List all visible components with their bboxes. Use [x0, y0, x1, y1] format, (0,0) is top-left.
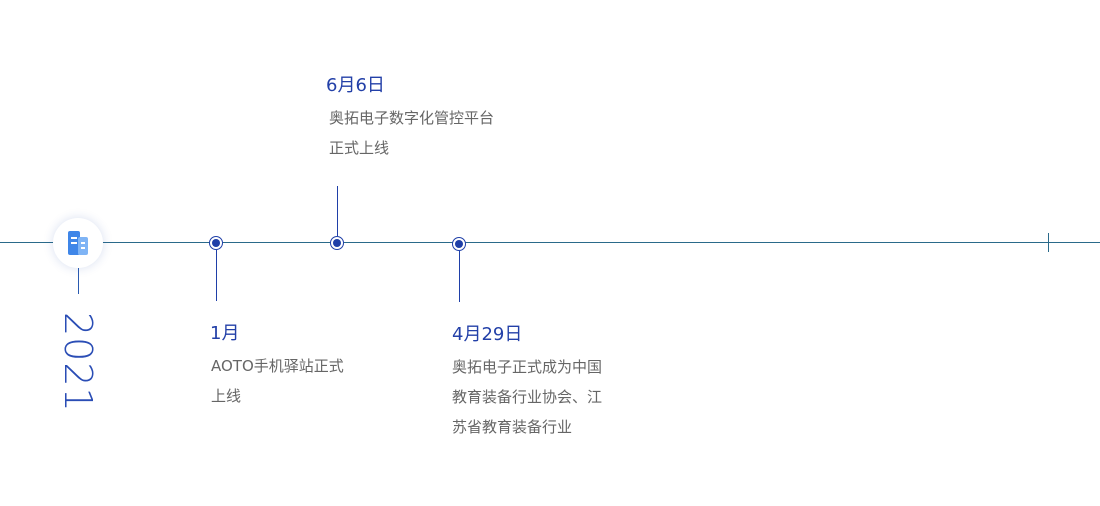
timeline-node-1[interactable]	[209, 236, 223, 250]
timeline-node-3[interactable]	[452, 237, 466, 251]
event-date-1: 1月	[210, 323, 240, 344]
event-date-2: 6月6日	[326, 75, 385, 96]
event-desc-line: 奥拓电子正式成为中国	[452, 358, 603, 376]
event-desc-line: 奥拓电子数字化管控平台	[329, 109, 495, 127]
timeline-axis	[0, 242, 1100, 243]
event-desc-line: AOTO手机驿站正式	[211, 357, 344, 375]
timeline-node-2[interactable]	[330, 236, 344, 250]
timeline-stem-1	[216, 250, 217, 301]
year-stem	[78, 268, 79, 294]
year-badge	[53, 218, 103, 268]
event-desc-line: 正式上线	[329, 139, 390, 157]
event-desc-3: 奥拓电子正式成为中国 教育装备行业协会、江 苏省教育装备行业	[452, 352, 602, 442]
event-desc-line: 上线	[211, 387, 242, 405]
timeline-stem-3	[459, 251, 460, 302]
event-desc-1: AOTO手机驿站正式 上线	[211, 351, 344, 411]
event-desc-line: 教育装备行业协会、江	[452, 388, 603, 406]
event-desc-2: 奥拓电子数字化管控平台 正式上线	[329, 103, 494, 163]
event-desc-line: 苏省教育装备行业	[452, 418, 573, 436]
building-icon	[68, 231, 88, 255]
year-label: 2021	[56, 312, 100, 413]
event-date-3: 4月29日	[452, 324, 523, 345]
timeline-stem-2	[337, 186, 338, 236]
timeline-end-tick	[1048, 233, 1049, 252]
